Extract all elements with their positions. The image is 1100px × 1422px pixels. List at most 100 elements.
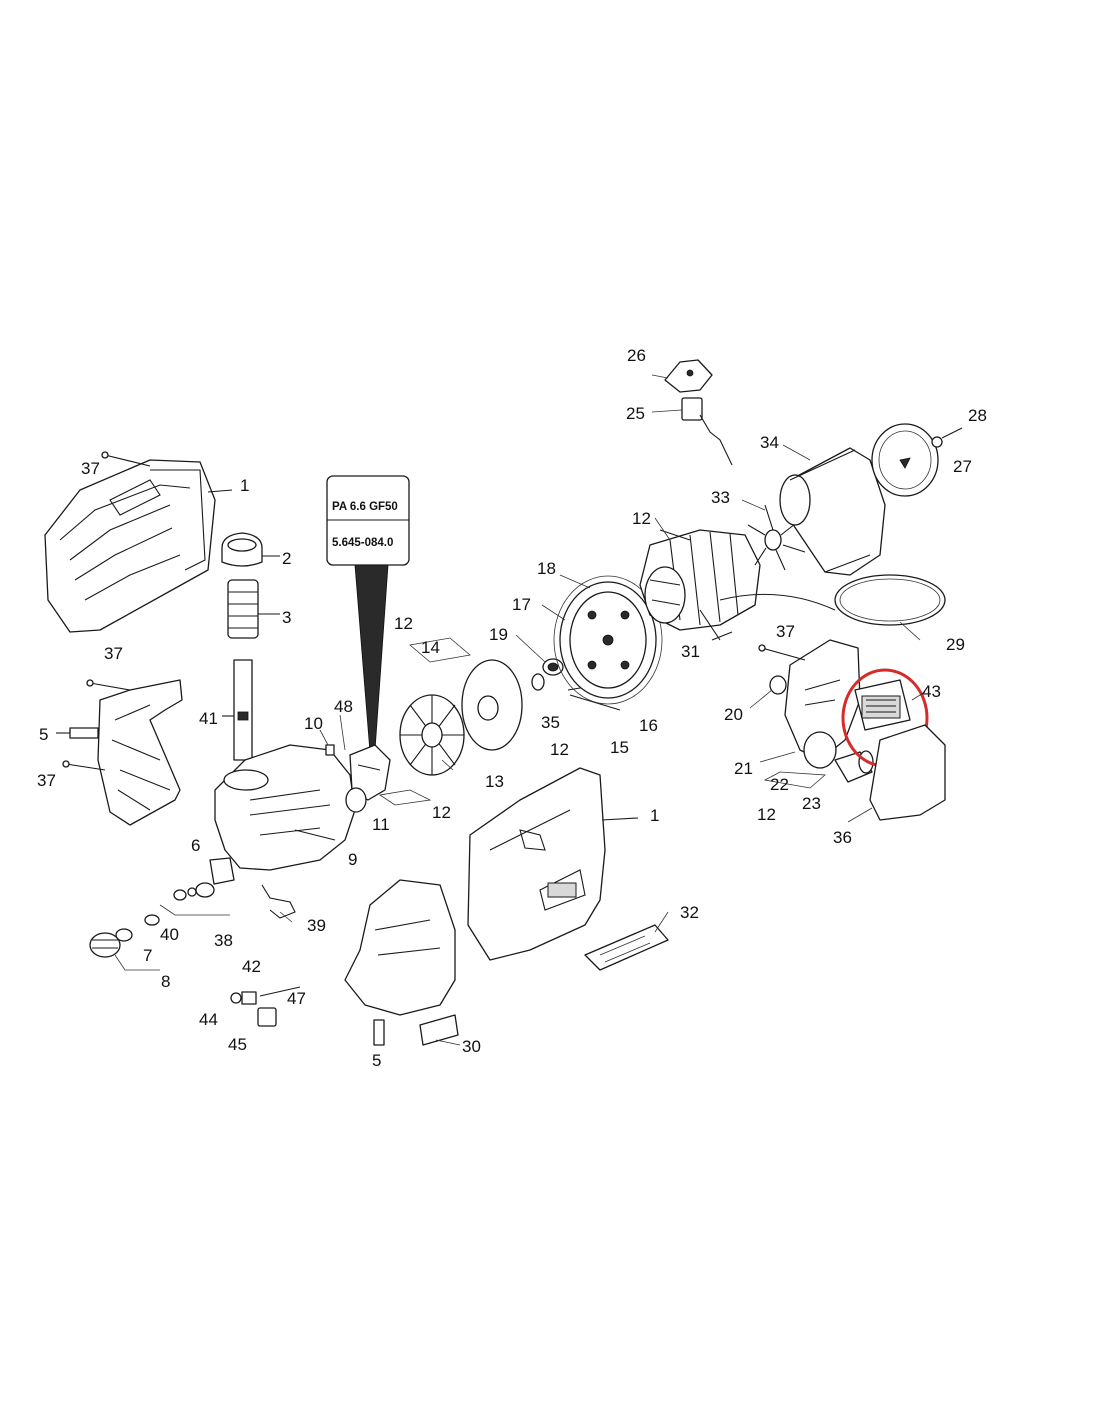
label-part-12: 12 [550,740,569,759]
part-25-switch [681,397,733,466]
label-part-14: 14 [421,638,440,657]
part-29-cable [719,574,946,626]
part-end-cap [871,423,939,497]
label-part-9: 9 [348,850,357,869]
part-20-oring [769,675,787,695]
label-part-38: 38 [214,931,233,950]
label-part-31: 31 [681,642,700,661]
label-part-1: 1 [650,806,659,825]
label-part-17: 17 [512,595,531,614]
part-47-pin [259,986,301,997]
part-45-block [257,1007,277,1027]
part-14-impeller [409,637,523,751]
part-number-labels: 1 1 2 3 5 5 6 7 8 9 10 11 12 12 12 12 12… [37,346,987,1070]
part-36-cover-plate [869,724,946,821]
part-13-diffuser [399,694,465,776]
part-28-screw [941,427,963,439]
part-33-fan [747,504,806,571]
label-part-37: 37 [37,771,56,790]
part-34-motor-cover [779,447,886,576]
part-2-cap [221,532,280,567]
label-part-35: 35 [541,713,560,732]
callout-material-text: PA 6.6 GF50 [332,501,398,513]
label-part-47: 47 [287,989,306,1008]
label-part-19: 19 [489,625,508,644]
part-12-motor [639,529,761,641]
label-part-37: 37 [776,622,795,641]
label-part-15: 15 [610,738,629,757]
part-40-fitting [144,887,197,926]
part-1-upper-housing [44,459,233,633]
label-part-10: 10 [304,714,323,733]
callout-part-number-text: 5.645-084.0 [332,537,393,549]
part-32-label [584,924,669,971]
part-9-screw [294,829,336,841]
part-37-screw-mid-left-b [62,760,106,771]
label-part-3: 3 [282,608,291,627]
part-10-label [325,744,335,756]
part-21-rear-housing [784,639,861,769]
label-part-37: 37 [81,459,100,478]
label-part-16: 16 [639,716,658,735]
part-12-bracket-a [378,789,432,806]
label-part-33: 33 [711,488,730,507]
part-38-bracket [159,882,230,916]
label-part-6: 6 [191,836,200,855]
part-35-oring [531,673,545,691]
part-37-screw-mid-left-a [86,679,131,691]
part-5-lower-housing [56,679,183,826]
part-41-tube [222,659,253,761]
label-part-7: 7 [143,946,152,965]
part-6-pump-housing [209,744,356,885]
label-part-29: 29 [946,635,965,654]
label-part-27: 27 [953,457,972,476]
part-11-oring [345,787,367,813]
label-part-2: 2 [282,549,291,568]
label-part-22: 22 [770,775,789,794]
part-18-flange [559,581,657,699]
part-26-switch-cover [664,359,713,393]
label-part-18: 18 [537,559,556,578]
part-30-block [419,1014,459,1046]
label-part-13: 13 [485,772,504,791]
label-part-23: 23 [802,794,821,813]
part-19-bushing [542,658,564,676]
label-part-39: 39 [307,916,326,935]
part-39-clip [261,884,296,919]
label-part-12: 12 [394,614,413,633]
label-part-5: 5 [39,725,48,744]
leader-lines [279,374,926,1046]
label-part-1: 1 [240,476,249,495]
label-part-48: 48 [334,697,353,716]
label-part-34: 34 [760,433,779,452]
label-part-25: 25 [626,404,645,423]
label-part-28: 28 [968,406,987,425]
label-part-12: 12 [632,509,651,528]
part-42-sensor [241,991,257,1005]
label-part-11: 11 [372,815,390,834]
label-part-26: 26 [627,346,646,365]
label-part-37: 37 [104,644,123,663]
part-7-knob [89,928,133,958]
part-8-bracket [114,954,160,971]
part-31-screw [711,631,733,641]
label-part-20: 20 [724,705,743,724]
label-part-40: 40 [160,925,179,944]
label-part-43: 43 [922,682,941,701]
part-27-washer [931,436,943,448]
part-17-seal-ring [553,575,663,705]
part-23-capacitor [834,750,874,783]
label-part-5: 5 [372,1051,381,1070]
label-part-44: 44 [199,1010,218,1029]
part-22-bracket [763,771,826,789]
part-44-seal [230,992,242,1004]
label-part-42: 42 [242,957,261,976]
label-part-41: 41 [199,709,218,728]
part-3-filter [227,579,280,639]
label-part-12: 12 [432,803,451,822]
label-part-45: 45 [228,1035,247,1054]
part-5-center-housing [344,879,456,1046]
label-part-32: 32 [680,903,699,922]
